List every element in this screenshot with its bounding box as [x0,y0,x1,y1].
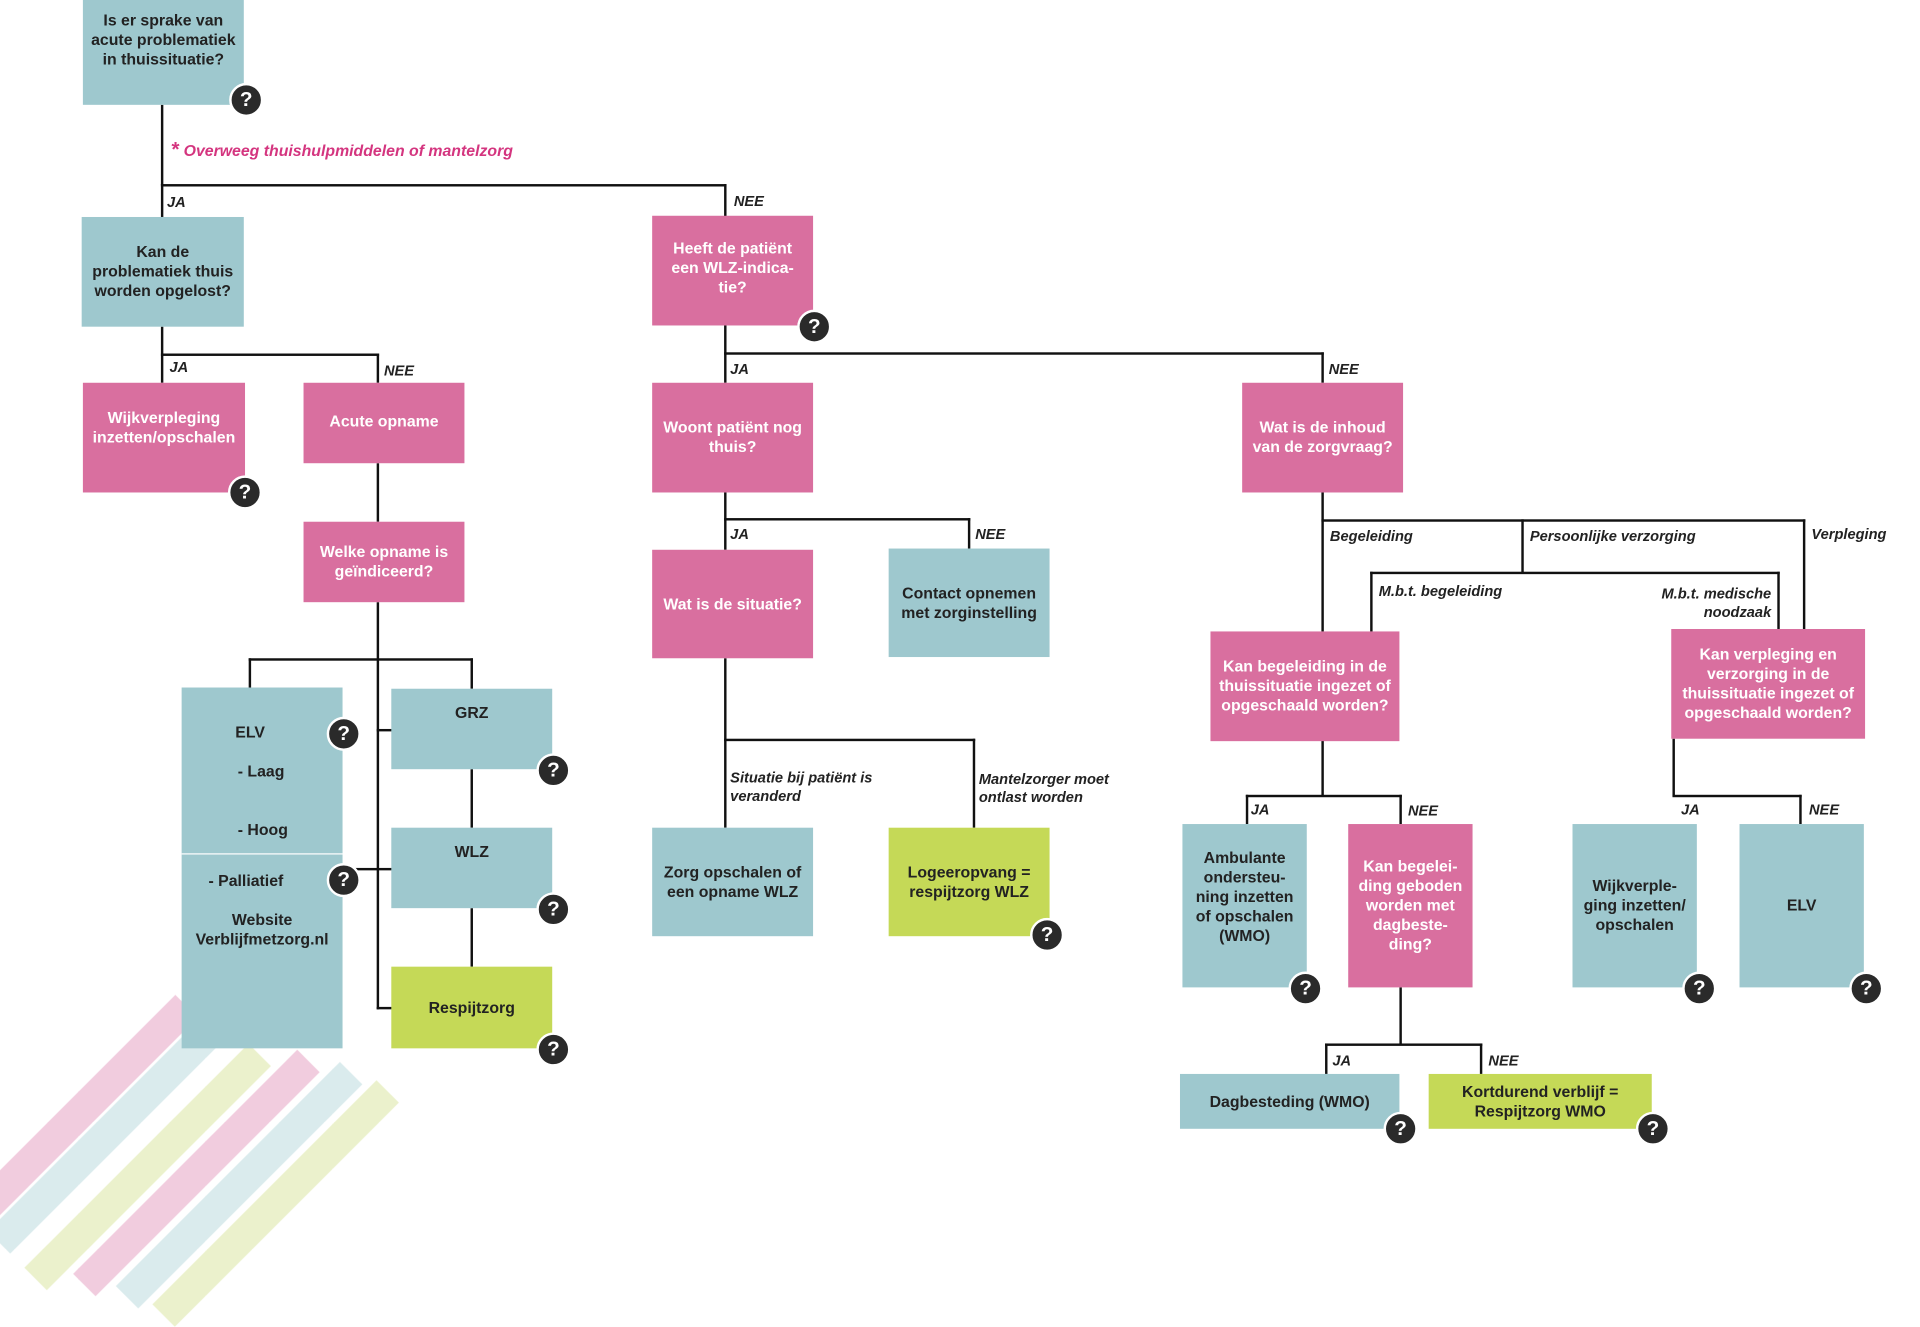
edge-label-verpleging: Verpleging [1811,525,1887,543]
help-icon[interactable]: ? [229,82,264,118]
help-icon[interactable]: ? [1849,971,1884,1006]
edge-label-nee: NEE [733,192,764,210]
acute-opname-box: Acute opname [303,382,465,464]
edge-label-ja: JA [730,360,749,378]
note-asterisk: * [170,137,179,161]
edge-label-begeleiding: Begeleiding [1329,527,1413,545]
help-icon[interactable]: ? [536,1032,571,1067]
edge-label-nee: NEE [1808,800,1840,818]
question-wlz-indication: Heeft de patiënt een WLZ-indica-tie? [652,215,814,326]
question-situation: Wat is de situatie? [652,549,814,659]
elv-divider [181,853,343,855]
elv-title: ELV [235,722,265,742]
logeeropvang-box: Logeeropvang = respijtzorg WLZ [888,827,1050,937]
edge-label-ja: JA [1250,800,1270,818]
elv-box: ELV - Laag - Hoog - Palliatief Website V… [181,687,343,1049]
edge-label-ja: JA [730,525,749,543]
question-verpleging-home: Kan verpleging en verzorging in de thuis… [1671,629,1866,739]
edge-label-ja: JA [167,193,186,211]
dagbesteding-box: Dagbesteding (WMO) [1179,1073,1400,1129]
help-icon[interactable]: ? [1635,1111,1671,1146]
question-care-content: Wat is de inhoud van de zorgvraag? [1242,382,1404,493]
edge-label-situatie-veranderd: Situatie bij patiënt is veranderd [730,769,873,805]
edge-label-mbt-medische: M.b.t. medische noodzaak [1661,585,1772,621]
grz-box: GRZ [391,688,553,770]
help-icon[interactable]: ? [1383,1111,1418,1146]
question-begeleiding-home: Kan begeleiding in de thuissituatie inge… [1210,631,1400,742]
consider-note: *Overweeg thuishulpmiddelen of mantelzor… [171,138,513,162]
edge-label-persoonlijke-verzorging: Persoonlijke verzorging [1529,527,1696,545]
help-icon[interactable]: ? [1288,971,1323,1006]
zorg-opschalen-box: Zorg opschalen of een opname WLZ [652,827,814,937]
question-dagbesteding: Kan begelei-ding geboden worden met dagb… [1348,824,1473,988]
edge-label-nee: NEE [383,362,415,380]
edge-label-mantelzorger: Mantelzorger moet ontlast worden [978,770,1109,806]
question-lives-home: Woont patiënt nog thuis? [652,382,814,493]
help-icon[interactable]: ? [326,863,361,898]
contact-zorginstelling-box: Contact opnemen met zorginstelling [888,548,1050,658]
help-icon[interactable]: ? [1030,917,1065,953]
wijkverpleging-box: Wijkverpleging inzetten/opschalen [82,382,246,493]
edge-label-ja: JA [169,358,189,376]
help-icon[interactable]: ? [536,892,571,927]
question-which-admission: Welke opname is geïndiceerd? [303,521,465,603]
question-acute: Is er sprake van acute problematiek in t… [82,0,244,105]
edge-label-nee: NEE [1488,1051,1519,1070]
elv-item-palliatief: - Palliatief [208,871,284,890]
edge-label-nee: NEE [1328,360,1359,378]
help-icon[interactable]: ? [1682,971,1717,1006]
edge-label-mbt-begeleiding: M.b.t. begeleiding [1378,582,1503,600]
wijkverpleging2-box: Wijkverple-ging inzetten/ opschalen [1572,824,1697,988]
elv-item-laag: - Laag [237,761,285,781]
question-solve-home: Kan de problematiek thuis worden opgelos… [81,216,244,327]
edge-label-nee: NEE [1407,802,1439,820]
help-icon[interactable]: ? [536,753,571,788]
respijtzorg-box: Respijtzorg [391,966,553,1049]
ambulante-box: Ambulante ondersteu-ning inzetten of ops… [1182,824,1307,988]
elv-item-hoog: - Hoog [237,820,288,839]
wlz-box: WLZ [391,827,553,909]
kortdurend-box: Kortdurend verblijf = Respijtzorg WMO [1428,1073,1652,1129]
help-icon[interactable]: ? [797,309,832,344]
elv2-box: ELV [1739,824,1864,988]
help-icon[interactable]: ? [227,475,263,510]
edge-label-ja: JA [1681,800,1700,818]
elv-website[interactable]: Website Verblijfmetzorg.nl [195,910,329,949]
help-icon[interactable]: ? [326,716,361,751]
edge-label-ja: JA [1332,1051,1352,1070]
edge-label-nee: NEE [975,525,1006,543]
note-text: Overweeg thuishulpmiddelen of mantelzorg [183,141,513,160]
